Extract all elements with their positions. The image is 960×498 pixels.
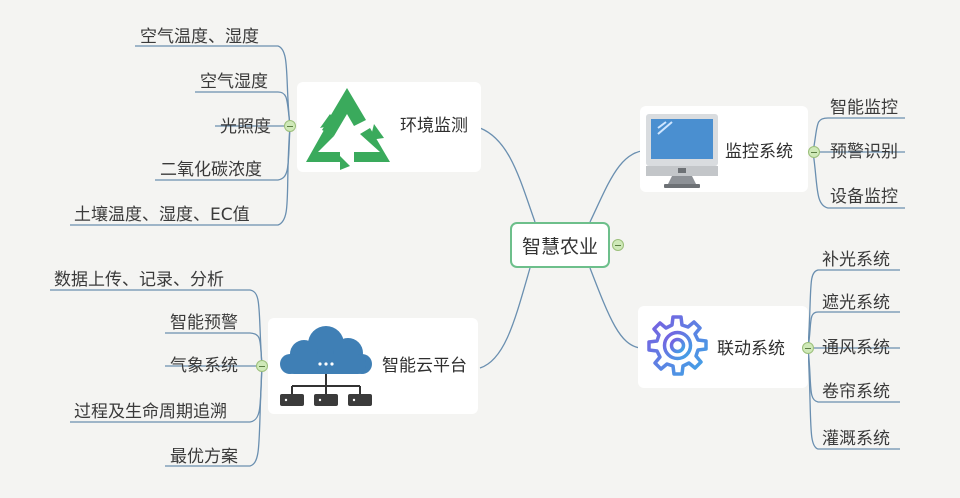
linkage-leaf-5[interactable]: 灌溉系统: [822, 429, 890, 449]
branch-label-monitor: 监控系统: [725, 142, 793, 162]
linkage-leaf-4[interactable]: 卷帘系统: [822, 382, 890, 402]
monitor-leaf-3[interactable]: 设备监控: [830, 187, 898, 207]
cloud-leaf-4[interactable]: 过程及生命周期追溯: [74, 402, 227, 422]
env-leaf-2[interactable]: 空气湿度: [200, 72, 268, 92]
env-leaf-3[interactable]: 光照度: [220, 117, 271, 137]
cloud-leaf-2[interactable]: 智能预警: [170, 313, 238, 333]
recycle-icon: [306, 88, 390, 170]
gear-icon: [647, 315, 708, 376]
center-node[interactable]: 智慧农业: [510, 222, 610, 268]
cloud-leaf-3[interactable]: 气象系统: [170, 356, 238, 376]
branch-label-linkage: 联动系统: [717, 339, 785, 359]
linkage-leaf-1[interactable]: 补光系统: [822, 250, 890, 270]
cloud-leaf-5[interactable]: 最优方案: [170, 447, 238, 467]
cloud-network-icon: [280, 326, 372, 406]
branch-label-env: 环境监测: [400, 116, 468, 136]
monitor-leaf-2[interactable]: 预警识别: [830, 142, 898, 162]
center-label: 智慧农业: [521, 235, 598, 258]
linkage-leaf-3[interactable]: 通风系统: [822, 338, 890, 358]
cloud-leaf-1[interactable]: 数据上传、记录、分析: [54, 270, 224, 290]
monitor-icon: [646, 114, 718, 188]
cloud-collapse-toggle[interactable]: [256, 360, 268, 372]
env-leaf-4[interactable]: 二氧化碳浓度: [160, 160, 262, 180]
branch-label-cloud: 智能云平台: [382, 356, 467, 376]
env-collapse-toggle[interactable]: [284, 120, 296, 132]
env-leaf-1[interactable]: 空气温度、湿度: [140, 27, 259, 47]
center-collapse-toggle[interactable]: [612, 239, 624, 251]
linkage-collapse-toggle[interactable]: [802, 342, 814, 354]
linkage-leaf-2[interactable]: 遮光系统: [822, 293, 890, 313]
monitor-collapse-toggle[interactable]: [808, 146, 820, 158]
monitor-leaf-1[interactable]: 智能监控: [830, 98, 898, 118]
env-leaf-5[interactable]: 土壤温度、湿度、EC值: [74, 205, 250, 225]
